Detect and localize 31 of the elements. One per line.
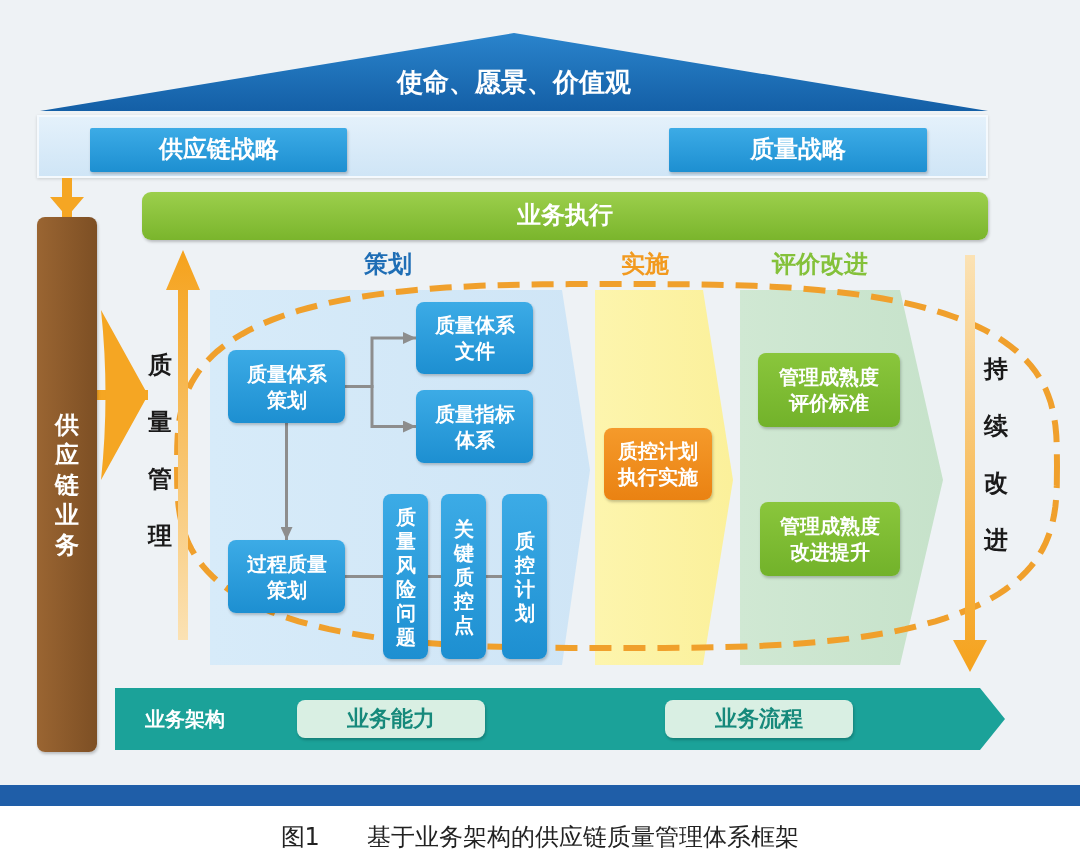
process-box: 质量体系策划	[228, 350, 345, 423]
process-box: 质量指标体系	[416, 390, 533, 463]
connector-line	[428, 575, 441, 578]
strategy-band	[37, 115, 988, 178]
connector-line	[486, 575, 502, 578]
execution-bar: 业务执行	[142, 192, 988, 240]
arrow	[345, 385, 416, 433]
caption: 图1 基于业务架构的供应链质量管理体系框架	[280, 822, 800, 852]
process-box: 关键质控点	[441, 494, 486, 659]
strategy-box: 质量战略	[669, 128, 927, 172]
process-box: 过程质量策划	[228, 540, 345, 613]
process-box: 管理成熟度改进提升	[760, 502, 900, 576]
strategy-box: 供应链战略	[90, 128, 347, 172]
side-label: 质量管理	[148, 337, 172, 565]
process-box: 质量体系文件	[416, 302, 533, 374]
band-heading: 业务架构	[145, 706, 225, 733]
process-box: 质控计划执行实施	[604, 428, 712, 500]
pill-box: 业务能力	[297, 700, 485, 738]
arrow	[280, 423, 293, 540]
stage-heading: 策划	[364, 250, 412, 278]
process-box: 质量风险问题	[383, 494, 428, 659]
process-box: 质控计划	[502, 494, 547, 659]
arrow	[50, 178, 84, 217]
side-label: 持续改进	[984, 354, 1008, 556]
roof-banner: 使命、愿景、价值观	[40, 33, 988, 113]
process-box: 管理成熟度评价标准	[758, 353, 900, 427]
connector-line	[345, 575, 383, 578]
stage-heading: 评价改进	[772, 250, 868, 278]
stage-heading: 实施	[621, 250, 669, 278]
pillar-bar: 供应链业务	[37, 217, 97, 752]
pill-box: 业务流程	[665, 700, 853, 738]
